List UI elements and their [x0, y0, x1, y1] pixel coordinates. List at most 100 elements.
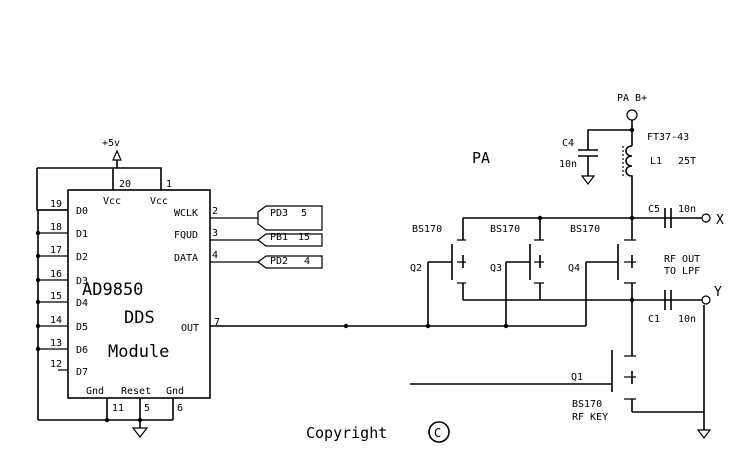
port-pb1-pin: 15: [298, 232, 310, 243]
junction-dot: [35, 253, 41, 259]
right-pin-label-fqud: FQUD: [174, 230, 198, 241]
left-pin-label-d4: D4: [76, 298, 88, 309]
ad9850-module: AD9850 DDS Module +5v 20 1 Vcc Vcc 19 D0…: [35, 138, 323, 438]
bottom-pin-num-6: 6: [177, 403, 183, 414]
left-pin-num-18: 18: [50, 222, 62, 233]
left-pin-label-d0: D0: [76, 206, 88, 217]
top-pin-num-1: 1: [166, 179, 172, 190]
top-pin-label-vcc2: Vcc: [150, 196, 168, 207]
left-pin-label-d7: D7: [76, 367, 88, 378]
node-y-label: Y: [714, 285, 722, 300]
junction-dot: [35, 346, 41, 352]
left-pin-label-d6: D6: [76, 345, 88, 356]
bottom-pin-label-reset: Reset: [121, 386, 151, 397]
q2-ref: Q2: [410, 263, 422, 274]
q3-ref: Q3: [490, 263, 502, 274]
source-bus: [463, 299, 633, 340]
q2-part: BS170: [412, 224, 442, 235]
left-pin-num-15: 15: [50, 291, 62, 302]
q2-channel: [457, 239, 466, 284]
c1-capacitor: [664, 290, 672, 310]
right-pin-num-7: 7: [214, 317, 220, 328]
rf-out-line1: RF OUT: [664, 254, 700, 265]
left-pin-num-12: 12: [50, 359, 62, 370]
bottom-pin-num-11: 11: [112, 403, 124, 414]
q1-ref: Q1: [571, 372, 583, 383]
c1-label: C1: [648, 314, 660, 325]
pa-supply-label: PA B+: [617, 93, 647, 104]
top-pin-num-20: 20: [119, 179, 131, 190]
left-pin-num-13: 13: [50, 338, 62, 349]
q3-part: BS170: [490, 224, 520, 235]
junction-dot: [425, 323, 431, 329]
c5-capacitor: [664, 208, 672, 228]
c1-value: 10n: [678, 314, 696, 325]
port-pd3: [257, 205, 323, 231]
chip-name-line2: DDS: [124, 308, 155, 328]
left-pin-num-14: 14: [50, 315, 62, 326]
junction-dot: [503, 323, 509, 329]
port-pd2-name: PD2: [270, 256, 288, 267]
port-pd2: [257, 255, 323, 269]
pa-supply-terminal: [626, 109, 638, 121]
junction-dot: [35, 230, 41, 236]
c5-value: 10n: [678, 204, 696, 215]
junction-dot: [35, 277, 41, 283]
l1-turns: 25T: [678, 156, 696, 167]
port-pd3-pin: 5: [301, 208, 307, 219]
y-terminal: [701, 295, 711, 305]
junction-dot: [35, 323, 41, 329]
l1-inductor: [625, 145, 633, 218]
right-pin-label-out: OUT: [181, 323, 199, 334]
copyright-symbol-icon: C: [434, 426, 441, 440]
left-pin-label-d3: D3: [76, 276, 88, 287]
right-pin-label-wclk: WCLK: [174, 208, 198, 219]
ground-icon: [696, 429, 712, 439]
q3-channel: [534, 239, 544, 284]
copyright-circle-icon: [428, 421, 450, 443]
port-pd2-pin: 4: [304, 256, 310, 267]
power-amplifier: PA PA B+ C4 10n FT37-43 L1 25T C5 10n X …: [410, 93, 724, 439]
bottom-pin-label-gnd1: Gnd: [86, 386, 104, 397]
pa-title: PA: [472, 149, 490, 167]
c5-label: C5: [648, 204, 660, 215]
x-terminal: [701, 213, 711, 223]
right-pin-label-data: DATA: [174, 253, 198, 264]
rf-out-line2: TO LPF: [664, 266, 700, 277]
copyright-label: Copyright: [306, 424, 387, 442]
left-pin-label-d2: D2: [76, 252, 88, 263]
ground-wires: [38, 398, 174, 428]
bottom-pin-num-5: 5: [144, 403, 150, 414]
left-pin-label-d5: D5: [76, 322, 88, 333]
ground-icon: [131, 427, 149, 438]
junction-dot: [343, 323, 349, 329]
bottom-pin-label-gnd2: Gnd: [166, 386, 184, 397]
c4-value: 10n: [559, 159, 577, 170]
port-pb1-name: PB1: [270, 232, 288, 243]
toroid-label: FT37-43: [647, 132, 689, 143]
right-pin-num-4: 4: [212, 250, 218, 261]
q4-ref: Q4: [568, 263, 580, 274]
chip-name-line1: AD9850: [82, 280, 143, 300]
left-pin-label-d1: D1: [76, 229, 88, 240]
supply-5v-label: +5v: [102, 138, 120, 149]
left-pin-num-16: 16: [50, 269, 62, 280]
junction-dot: [137, 417, 143, 423]
vcc-wire: [37, 160, 162, 190]
junction-dot: [35, 299, 41, 305]
ground-icon: [580, 175, 596, 185]
junction-dot: [104, 417, 110, 423]
port-pd3-name: PD3: [270, 208, 288, 219]
node-x-label: X: [716, 213, 724, 228]
port-wires: [210, 217, 258, 263]
port-pb1: [257, 233, 323, 247]
c4-capacitor: [578, 149, 598, 176]
c4-wire: [587, 129, 632, 150]
right-pin-num-2: 2: [212, 206, 218, 217]
q1-channel: [624, 355, 636, 400]
l1-label: L1: [650, 156, 662, 167]
right-pin-num-3: 3: [212, 228, 218, 239]
q1-part: BS170: [572, 399, 602, 410]
junction-dot: [629, 127, 635, 133]
